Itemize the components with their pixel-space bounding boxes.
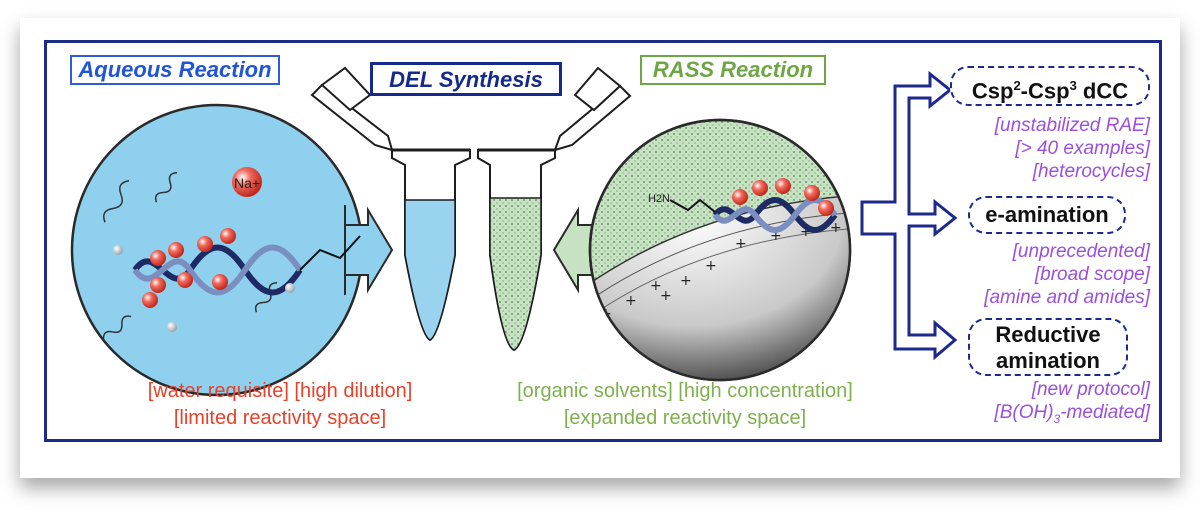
outcome-reductive-amination: Reductive amination bbox=[968, 318, 1128, 376]
svg-text:+: + bbox=[770, 228, 782, 244]
outcome-2-note: [amine and amides] bbox=[984, 287, 1150, 308]
outcome-1-note: [> 40 examples] bbox=[1015, 138, 1150, 159]
outcome-2-note: [broad scope] bbox=[1034, 264, 1150, 285]
outcome-1-sup1: 2 bbox=[1013, 78, 1021, 93]
outcome-3-title-line2: amination bbox=[996, 348, 1100, 373]
svg-text:+: + bbox=[650, 278, 662, 294]
aqueous-reaction-label: Aqueous Reaction bbox=[70, 55, 280, 85]
outcome-arrows bbox=[860, 70, 958, 361]
outcome-2-notes: [unprecedented] [broad scope] [amine and… bbox=[920, 240, 1150, 309]
outcome-3-note: [B(OH)3-mediated] bbox=[930, 401, 1150, 431]
outcome-1-title-pre: Csp bbox=[971, 78, 1014, 104]
aqueous-caption-line1: [water requisite] [high dilution] bbox=[147, 380, 413, 402]
svg-text:+: + bbox=[680, 273, 692, 289]
svg-text:+: + bbox=[660, 288, 672, 304]
outcome-3-notes: [new protocol] [B(OH)3-mediated] bbox=[930, 378, 1150, 431]
outcome-1-note: [unstabilized RAE] bbox=[994, 115, 1150, 136]
outcome-1-notes: [unstabilized RAE] [> 40 examples] [hete… bbox=[930, 114, 1150, 183]
outcome-1-sup2: 3 bbox=[1069, 78, 1077, 93]
aqueous-tube bbox=[310, 66, 471, 342]
outcome-2-note: [unprecedented] bbox=[1012, 241, 1150, 262]
outcome-1-title-mid: -Csp bbox=[1020, 78, 1070, 104]
aqueous-arrow bbox=[344, 205, 394, 295]
rass-phosphate-charges bbox=[732, 178, 834, 216]
aqueous-caption-line2: [limited reactivity space] bbox=[173, 407, 387, 429]
sodium-ion bbox=[232, 167, 262, 197]
rass-caption-line2: [expanded reactivity space] bbox=[563, 407, 807, 429]
aqueous-circle: Na+ bbox=[70, 103, 394, 397]
amine-label: H2N bbox=[648, 193, 670, 205]
outcome-3-note: [new protocol] bbox=[1031, 379, 1150, 400]
aqueous-caption: [water requisite] [high dilution] [limit… bbox=[110, 378, 450, 432]
outcome-e-amination: e-amination bbox=[968, 196, 1126, 234]
outcome-3-title-line1: Reductive bbox=[995, 322, 1101, 347]
svg-text:+: + bbox=[800, 224, 812, 240]
outcome-csp-coupling: Csp2-Csp3 dCC bbox=[950, 66, 1150, 106]
rass-caption-line1: [organic solvents] [high concentration] bbox=[517, 380, 853, 402]
rass-reaction-label: RASS Reaction bbox=[640, 55, 826, 85]
rass-tube bbox=[477, 66, 632, 352]
outcome-3-note-sub: 3 bbox=[1053, 411, 1061, 426]
del-synthesis-label: DEL Synthesis bbox=[370, 62, 562, 96]
rass-caption: [organic solvents] [high concentration] … bbox=[470, 378, 900, 432]
svg-text:+: + bbox=[705, 258, 717, 274]
outcome-3-note-pre: [B(OH) bbox=[994, 402, 1054, 423]
sodium-ion-label: Na+ bbox=[234, 175, 260, 191]
svg-text:+: + bbox=[735, 236, 747, 252]
phosphate-charges bbox=[142, 228, 236, 308]
outcome-1-title-post: dCC bbox=[1076, 78, 1129, 104]
outcome-3-note-post: -mediated] bbox=[1060, 402, 1150, 423]
outcome-1-note: [heterocycles] bbox=[1032, 161, 1150, 182]
svg-text:+: + bbox=[625, 293, 637, 309]
svg-text:+: + bbox=[830, 220, 842, 236]
rass-circle: ++++ ++++ ++ H2N bbox=[552, 118, 852, 382]
